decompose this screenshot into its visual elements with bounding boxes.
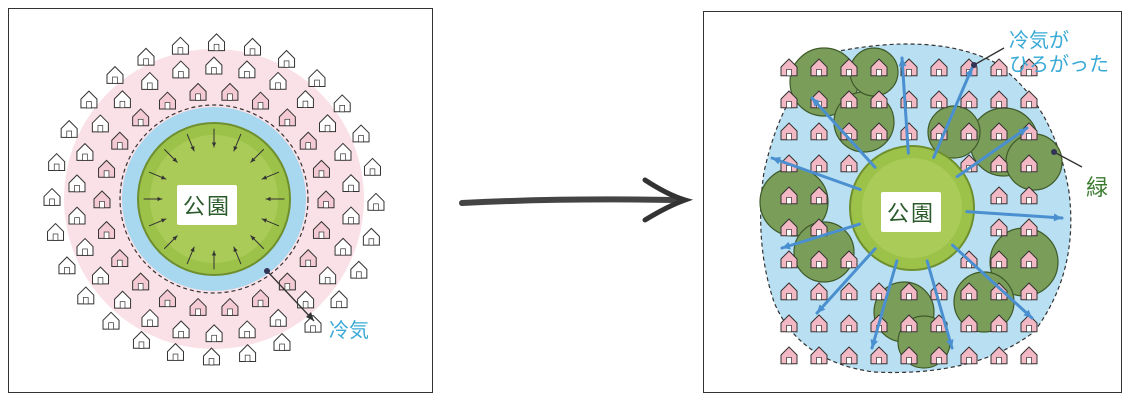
spread-label: 冷気が ひろがった <box>1009 28 1109 76</box>
green-pointer-dot <box>1051 149 1057 155</box>
cool-air-label: 冷気 <box>329 314 369 343</box>
house-icon <box>363 228 379 245</box>
house-icon <box>209 34 225 51</box>
house-icon <box>203 348 219 365</box>
green-label: 緑 <box>1086 170 1108 202</box>
house-icon <box>305 315 321 332</box>
arrow-shaft <box>462 199 675 203</box>
house-icon <box>353 125 369 142</box>
house-icon <box>107 67 123 84</box>
house-icon <box>81 91 97 108</box>
house-icon <box>103 312 119 329</box>
house-icon <box>1021 347 1037 364</box>
house-icon <box>274 334 290 351</box>
house-icon <box>364 158 380 175</box>
house-icon <box>44 189 60 206</box>
house-icon <box>48 224 64 241</box>
house-icon <box>61 121 77 138</box>
park-label: 公園 <box>177 185 237 225</box>
house-icon <box>368 193 384 210</box>
house-icon <box>49 154 65 171</box>
arrow-head <box>645 180 685 220</box>
after-panel: 公園 冷気が ひろがった 緑 <box>703 11 1122 393</box>
before-panel: 公園 冷気 <box>8 8 433 393</box>
spread-label-line1: 冷気が <box>1009 28 1109 52</box>
house-icon <box>331 291 347 308</box>
spread-label-line2: ひろがった <box>1009 52 1109 76</box>
house-icon <box>279 51 295 68</box>
house-icon <box>59 257 75 274</box>
house-icon <box>133 331 149 348</box>
house-icon <box>172 37 188 54</box>
spread-pointer-dot <box>971 62 977 68</box>
house-icon <box>334 95 350 112</box>
house-icon <box>781 59 797 76</box>
house-icon <box>245 38 261 55</box>
house-icon <box>240 345 256 362</box>
pointer-dot <box>264 268 270 274</box>
house-icon <box>781 347 797 364</box>
park-label: 公園 <box>881 192 941 232</box>
house-icon <box>351 261 367 278</box>
house-icon <box>78 287 94 304</box>
house-icon <box>167 344 183 361</box>
house-icon <box>138 48 154 65</box>
house-icon <box>309 70 325 87</box>
